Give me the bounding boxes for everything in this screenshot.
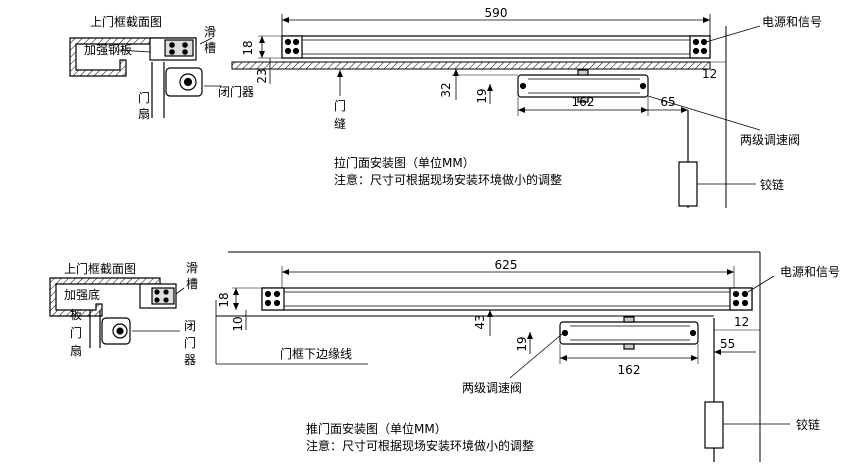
bottom-frame-section	[49, 277, 185, 348]
push-door-diagram: 上门框截面图 加强底 板 门 扇 滑 槽 闭 门 器 门框下边缘线	[49, 251, 840, 462]
door-gap-label-1: 门	[334, 98, 346, 113]
dim-19: 19	[475, 88, 489, 103]
bottom-closer-body	[559, 316, 699, 350]
dim-12: 12	[702, 67, 717, 81]
dim-162-b: 162	[618, 363, 641, 377]
section-title-bottom: 上门框截面图	[64, 261, 136, 276]
bottom-slide-rail	[261, 287, 753, 311]
dim-162: 162	[572, 95, 595, 109]
top-hinge	[678, 161, 698, 207]
valve-label-b: 两级调速阀	[462, 381, 522, 395]
section-title: 上门框截面图	[90, 14, 162, 29]
push-caption: 推门面安装图（单位MM）	[306, 421, 447, 436]
pull-caption: 拉门面安装图（单位MM）	[334, 155, 475, 170]
dim-32: 32	[439, 82, 453, 97]
door-leaf-label-b2: 扇	[70, 343, 82, 358]
hinge-label: 铰链	[760, 177, 784, 192]
closer-b3: 器	[184, 353, 196, 367]
closer-b2: 门	[184, 335, 196, 350]
bottom-hinge	[704, 401, 724, 449]
valve-label: 两级调速阀	[740, 133, 800, 147]
top-frame-strip	[231, 61, 711, 70]
closer-b1: 闭	[184, 319, 196, 333]
dim-19-b: 19	[515, 336, 529, 351]
door-leaf-label-b1: 门	[70, 325, 82, 340]
door-gap-label-2: 缝	[334, 116, 346, 131]
slide-groove-b1: 滑	[186, 261, 198, 275]
power-signal-label: 电源和信号	[762, 15, 822, 29]
plate-label: 板	[70, 308, 82, 322]
frame-edge-label: 门框下边缘线	[280, 346, 352, 361]
top-slide-rail	[281, 35, 711, 59]
slide-groove-b2: 槽	[186, 277, 198, 291]
top-closer-body	[517, 69, 649, 103]
dim-12-b: 12	[734, 315, 749, 329]
door-leaf-label-2: 扇	[138, 106, 150, 121]
slide-groove-label-2: 槽	[204, 41, 216, 55]
pull-note: 注意：尺寸可根据现场安装环境做小的调整	[334, 172, 562, 187]
dim-10-b: 10	[231, 316, 245, 331]
dim-590: 590	[485, 6, 508, 20]
top-frame-section: 上门框截面图	[69, 14, 222, 118]
dim-23: 23	[255, 68, 269, 83]
door-leaf-label-1: 门	[138, 90, 150, 105]
hinge-label-b: 铰链	[796, 417, 820, 432]
reinforced-plate-label: 加强钢板	[84, 43, 132, 57]
power-signal-label-b: 电源和信号	[780, 265, 840, 279]
closer-label: 闭门器	[218, 84, 254, 99]
reinforced-base-label: 加强底	[64, 287, 100, 302]
dim-55-b: 55	[720, 337, 735, 351]
push-note: 注意：尺寸可根据现场安装环境做小的调整	[306, 438, 534, 453]
dim-43-b: 43	[473, 314, 487, 329]
dim-18-b: 18	[217, 292, 231, 307]
slide-groove-label-1: 滑	[204, 25, 216, 39]
dim-18: 18	[241, 40, 255, 55]
pull-door-diagram: 上门框截面图 加强钢板 滑 槽 门 扇 闭门器	[69, 6, 822, 208]
dim-625: 625	[495, 258, 518, 272]
